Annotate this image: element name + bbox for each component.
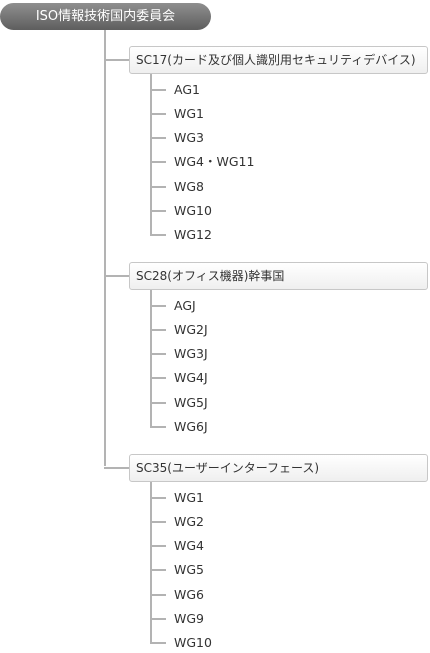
working-group-label: WG3 xyxy=(174,130,204,146)
item-tick xyxy=(150,329,166,332)
branch-line xyxy=(150,74,152,236)
item-tick xyxy=(150,521,166,524)
item-tick xyxy=(150,161,166,164)
item-tick xyxy=(150,353,166,356)
item-tick xyxy=(150,425,166,428)
working-group-label: WG2 xyxy=(174,514,204,530)
item-tick xyxy=(150,113,166,116)
branch-line xyxy=(150,290,152,428)
root-node: ISO情報技術国内委員会 xyxy=(0,3,211,30)
group-connector xyxy=(104,275,129,277)
item-tick xyxy=(150,593,166,596)
item-tick xyxy=(150,89,166,91)
working-group-label: WG8 xyxy=(174,178,204,194)
item-tick xyxy=(150,497,166,499)
item-tick xyxy=(150,401,166,404)
item-tick xyxy=(150,545,166,548)
item-tick xyxy=(150,641,166,644)
working-group-label: WG1 xyxy=(174,106,204,122)
working-group-label: AG1 xyxy=(174,82,200,97)
branch-line xyxy=(150,482,152,644)
item-tick xyxy=(150,617,166,620)
group-connector xyxy=(104,467,129,469)
working-group-label: WG12 xyxy=(174,226,212,242)
item-tick xyxy=(150,233,166,236)
item-tick xyxy=(150,137,166,140)
working-group-label: WG5J xyxy=(174,394,208,410)
working-group-label: WG10 xyxy=(174,634,212,650)
working-group-label: WG5 xyxy=(174,562,204,578)
working-group-label: AGJ xyxy=(174,298,196,313)
item-tick xyxy=(150,185,166,188)
working-group-label: WG1 xyxy=(174,490,204,505)
trunk-line xyxy=(104,30,106,466)
working-group-label: WG6J xyxy=(174,418,208,434)
working-group-label: WG4J xyxy=(174,370,208,386)
item-tick xyxy=(150,377,166,380)
item-tick xyxy=(150,209,166,212)
group-box: SC28(オフィス機器)幹事国 xyxy=(129,262,428,290)
working-group-label: WG9 xyxy=(174,610,204,626)
working-group-label: WG4・WG11 xyxy=(174,154,255,170)
group-connector xyxy=(104,59,129,61)
working-group-label: WG3J xyxy=(174,346,208,362)
working-group-label: WG4 xyxy=(174,538,204,554)
item-tick xyxy=(150,305,166,307)
working-group-label: WG10 xyxy=(174,202,212,218)
working-group-label: WG6 xyxy=(174,586,204,602)
group-box: SC17(カード及び個人識別用セキュリティデバイス) xyxy=(129,46,428,74)
item-tick xyxy=(150,569,166,572)
working-group-label: WG2J xyxy=(174,322,208,338)
group-box: SC35(ユーザーインターフェース) xyxy=(129,454,428,482)
